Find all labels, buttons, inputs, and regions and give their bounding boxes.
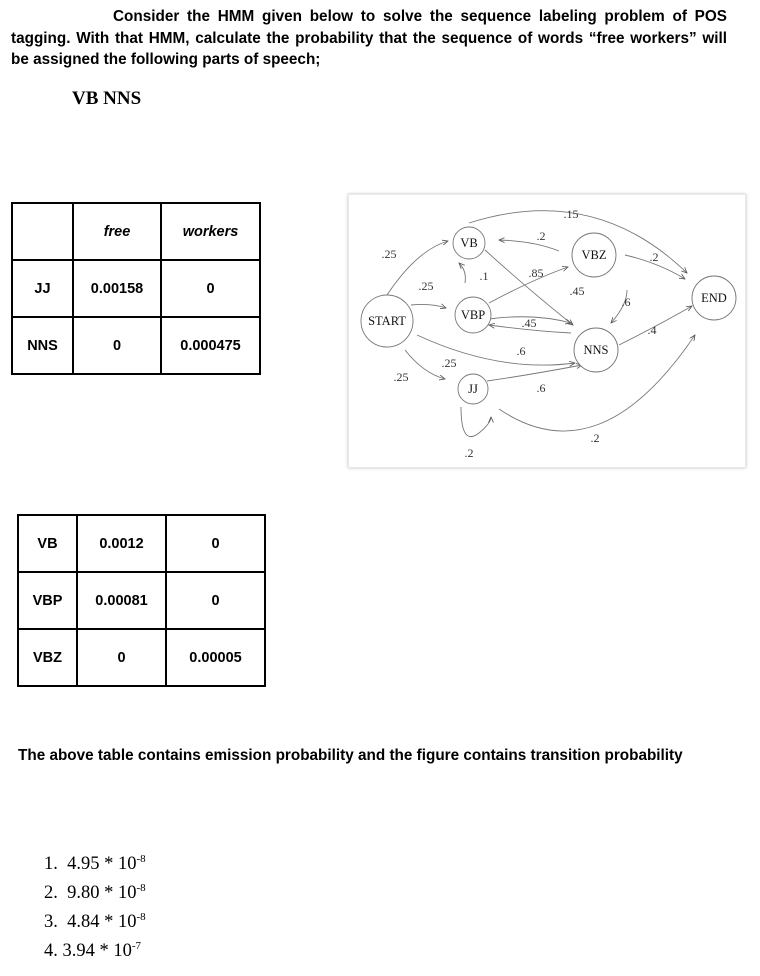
edge-vbp-vb (459, 263, 466, 284)
table-row: NNS 0 0.000475 (11, 316, 261, 375)
table-cell (11, 202, 74, 261)
edge-start-vbp (410, 304, 446, 308)
target-tag-sequence: VB NNS (72, 88, 142, 109)
table-cell: 0.00005 (165, 628, 266, 687)
prob-start-nns: .25 (442, 356, 457, 370)
prob-vbp-vbz: .45 (570, 284, 585, 298)
option-number: 3. (44, 912, 58, 932)
table-cell: 0 (165, 514, 266, 573)
column-header-workers: workers (160, 202, 261, 261)
option-number: 1. (44, 854, 58, 874)
state-start-node (360, 294, 414, 348)
prob-nns-vbp: .6 (517, 344, 526, 358)
option-exponent: -8 (136, 911, 146, 923)
prob-start-jj: .25 (394, 370, 409, 384)
option-number: 4. (44, 941, 58, 961)
state-vbz-label: VBZ (582, 248, 607, 262)
edge-vbp-vbz (488, 267, 568, 304)
edge-start-vb (386, 241, 448, 296)
option-mantissa: 3.94 * 10 (62, 941, 132, 961)
prob-vbp-vb: .1 (480, 269, 489, 283)
table-figure-note: The above table contains emission probab… (18, 747, 683, 764)
edge-nns-vbp (489, 325, 572, 334)
column-header-free: free (72, 202, 162, 261)
prob-vbp-nns: .45 (522, 316, 537, 330)
table-cell: 0 (72, 316, 162, 375)
state-vb-node (452, 226, 486, 260)
hmm-transition-diagram: START VB VBP JJ VBZ NNS END .25 .25 .25 … (348, 194, 746, 468)
edge-jj-jj (460, 406, 491, 438)
edge-jj-end (498, 335, 695, 432)
prob-jj-jj: .2 (465, 446, 474, 460)
edge-vbz-end (624, 254, 685, 279)
question-text: Consider the HMM given below to solve th… (11, 8, 727, 68)
state-vb-label: VB (460, 236, 477, 250)
emission-table-verbs: VB 0.0012 0 VBP 0.00081 0 VBZ 0 0.00005 (17, 514, 266, 687)
table-cell: 0 (76, 628, 167, 687)
row-label: JJ (11, 259, 74, 318)
edge-vbz-vb (499, 240, 560, 252)
row-label: VB (17, 514, 78, 573)
state-end-node (691, 275, 737, 321)
table-cell: 0.00158 (72, 259, 162, 318)
table-cell: 0.000475 (160, 316, 261, 375)
state-jj-label: JJ (468, 382, 478, 396)
table-row: VB 0.0012 0 (17, 514, 266, 573)
table-row: JJ 0.00158 0 (11, 259, 261, 318)
edge-vbz-nns (611, 289, 628, 323)
row-label: NNS (11, 316, 74, 375)
row-label: VBZ (17, 628, 78, 687)
edge-vbp-nns (488, 316, 571, 323)
table-row: VBP 0.00081 0 (17, 571, 266, 630)
option-exponent: -8 (136, 882, 146, 894)
state-vbz-node (571, 232, 617, 278)
edge-vb-nns (484, 249, 573, 325)
answer-option-2[interactable]: 2. 9.80 * 10-8 (44, 879, 146, 908)
edge-vb-end (468, 210, 687, 273)
edge-nns-end (618, 306, 692, 346)
answer-options: 1. 4.95 * 10-8 2. 9.80 * 10-8 3. 4.84 * … (44, 850, 146, 966)
state-nns-node (573, 327, 619, 373)
hmm-diagram-svg: START VB VBP JJ VBZ NNS END .25 .25 .25 … (360, 207, 737, 460)
table-cell: 0.0012 (76, 514, 167, 573)
edge-start-nns (416, 334, 575, 365)
row-label: VBP (17, 571, 78, 630)
state-start-label: START (368, 314, 406, 328)
option-mantissa: 4.95 * 10 (67, 854, 137, 874)
option-mantissa: 9.80 * 10 (67, 883, 137, 903)
state-jj-node (457, 373, 489, 405)
option-number: 2. (44, 883, 58, 903)
prob-jj-nns: .6 (537, 381, 546, 395)
option-exponent: -7 (131, 940, 142, 952)
table-row: VBZ 0 0.00005 (17, 628, 266, 687)
table-cell: 0.00081 (76, 571, 167, 630)
table-header-row: free workers (11, 202, 261, 261)
prob-jj-end: .2 (591, 431, 600, 445)
state-nns-label: NNS (583, 343, 608, 357)
prob-start-vb: .25 (382, 247, 397, 261)
table-cell: 0 (160, 259, 261, 318)
prob-nns-end: .4 (648, 323, 657, 337)
prob-vbz-nns: .6 (622, 295, 631, 309)
emission-table-jj-nns: free workers JJ 0.00158 0 NNS 0 0.000475 (11, 202, 261, 375)
answer-option-3[interactable]: 3. 4.84 * 10-8 (44, 908, 146, 937)
prob-vbz-vb: .2 (537, 229, 546, 243)
state-end-label: END (701, 291, 727, 305)
prob-vb-nns: .85 (529, 266, 544, 280)
option-mantissa: 4.84 * 10 (67, 912, 137, 932)
prob-vbz-end: .2 (650, 250, 659, 264)
answer-option-1[interactable]: 1. 4.95 * 10-8 (44, 850, 146, 879)
state-vbp-label: VBP (461, 308, 485, 322)
table-cell: 0 (165, 571, 266, 630)
option-exponent: -8 (136, 853, 146, 865)
edge-jj-nns (486, 365, 582, 382)
answer-option-4[interactable]: 4. 3.94 * 10-7 (44, 937, 146, 966)
prob-start-vbp: .25 (419, 279, 434, 293)
state-vbp-node (454, 296, 492, 334)
edge-start-jj (404, 349, 445, 379)
prob-vb-end: .15 (564, 207, 579, 221)
